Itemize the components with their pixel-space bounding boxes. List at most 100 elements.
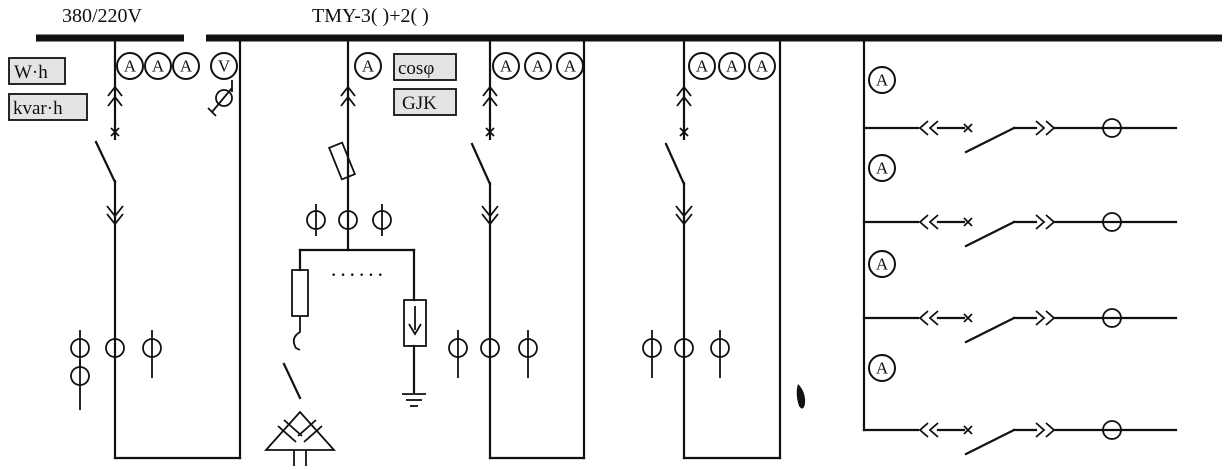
busbar-spec-label: TMY-3( )+2( ): [312, 5, 429, 27]
circuit-breaker-switch-icon: [94, 140, 117, 184]
svg-text:A: A: [756, 57, 769, 76]
surge-arrester-icon: [403, 299, 427, 347]
plug-contact-icon: [675, 205, 693, 218]
incoming-panel: A A A V: [70, 36, 242, 460]
svg-text:A: A: [876, 359, 889, 378]
ammeter: A: [748, 52, 776, 80]
feeder-panel-1: A A A: [448, 36, 586, 460]
ammeter: A: [492, 52, 520, 80]
plug-contact-icon: [107, 95, 123, 107]
plug-contact-icon: [928, 422, 939, 438]
plug-contact-icon: [918, 422, 929, 438]
plug-contact-icon: [675, 213, 693, 226]
power-factor-box: cosφ: [393, 53, 457, 81]
plug-contact-icon: [1045, 120, 1056, 136]
plug-contact-icon: [1045, 310, 1056, 326]
ammeter: A: [868, 250, 896, 278]
plug-contact-icon: [918, 120, 929, 136]
fuse-icon: [291, 269, 309, 317]
svg-text:A: A: [532, 57, 545, 76]
energy-meter-box-reactive: kvar·h: [8, 93, 88, 121]
svg-text:A: A: [362, 57, 375, 76]
svg-text:A: A: [876, 255, 889, 274]
ammeter: A: [868, 66, 896, 94]
ground-icon: [402, 393, 426, 407]
current-transformer-icon: [1102, 420, 1122, 440]
current-transformer-icon: [674, 338, 694, 358]
ammeter: A: [688, 52, 716, 80]
capacitor-bank-icon: [263, 410, 337, 466]
ammeter: A: [868, 154, 896, 182]
outgoing-circuits-panel: A A: [862, 36, 1178, 456]
current-transformer-icon: [710, 330, 730, 378]
current-transformer-icon: [70, 330, 90, 410]
plug-contact-icon: [482, 85, 498, 97]
current-transformer-icon: [105, 338, 125, 358]
energy-meter-box-active: W·h: [8, 57, 66, 85]
current-transformer-icon: [448, 330, 468, 378]
ammeter: A: [116, 52, 144, 80]
svg-text:A: A: [500, 57, 513, 76]
plug-contact-icon: [676, 95, 692, 107]
contactor-switch-icon: [282, 362, 302, 400]
outgoing-circuit-1: [862, 118, 1178, 154]
current-transformer-icon: [306, 204, 326, 236]
svg-text:A: A: [152, 57, 165, 76]
plug-contact-icon: [481, 213, 499, 226]
plug-contact-icon: [928, 310, 939, 326]
current-transformer-icon: [642, 330, 662, 378]
svg-text:A: A: [124, 57, 137, 76]
controller-label: GJK: [402, 93, 437, 114]
circuit-breaker-switch-icon: [664, 142, 686, 186]
svg-text:A: A: [564, 57, 577, 76]
current-transformer-icon: [1102, 308, 1122, 328]
current-transformer-icon: [1102, 118, 1122, 138]
bus-voltage-label: 380/220V: [62, 5, 143, 27]
plug-contact-icon: [928, 120, 939, 136]
outgoing-circuit-4: [862, 420, 1178, 456]
capacitor-repeat-dots: ······: [330, 262, 386, 287]
plug-contact-icon: [1045, 422, 1056, 438]
ammeter: A: [144, 52, 172, 80]
svg-text:A: A: [726, 57, 739, 76]
plug-contact-icon: [481, 205, 499, 218]
ammeter: A: [172, 52, 200, 80]
svg-text:A: A: [180, 57, 193, 76]
plug-contact-icon: [918, 214, 929, 230]
current-transformer-icon: [142, 330, 162, 378]
svg-text:A: A: [696, 57, 709, 76]
plug-contact-icon: [676, 85, 692, 97]
plug-contact-icon: [106, 205, 124, 218]
plug-contact-icon: [482, 95, 498, 107]
ink-smudge: [796, 384, 806, 409]
voltmeter: V: [210, 52, 238, 80]
controller-box: GJK: [393, 88, 457, 116]
fuse-icon: [327, 141, 357, 181]
svg-text:V: V: [218, 57, 231, 76]
ammeter: A: [524, 52, 552, 80]
circuit-breaker-switch-icon: [964, 316, 1016, 344]
surge-arrester-icon: [207, 80, 233, 117]
current-transformer-icon: [1102, 212, 1122, 232]
plug-contact-icon: [1035, 214, 1046, 230]
power-factor-label: cosφ: [398, 58, 434, 79]
outgoing-circuit-2: [862, 212, 1178, 248]
feeder-panel-2: A A A: [642, 36, 782, 460]
svg-text:A: A: [876, 71, 889, 90]
ammeter: A: [868, 354, 896, 382]
capacitor-panel: A cosφ GJK: [263, 36, 457, 466]
plug-contact-icon: [107, 85, 123, 97]
circuit-breaker-switch-icon: [964, 126, 1016, 154]
circuit-breaker-switch-icon: [470, 142, 492, 186]
plug-contact-icon: [1035, 422, 1046, 438]
current-transformer-icon: [480, 338, 500, 358]
ammeter: A: [556, 52, 584, 80]
ammeter: A: [354, 52, 382, 80]
outgoing-circuit-3: [862, 308, 1178, 344]
plug-contact-icon: [928, 214, 939, 230]
circuit-breaker-switch-icon: [964, 220, 1016, 248]
current-transformer-icon: [518, 330, 538, 378]
current-transformer-icon: [372, 204, 392, 236]
plug-contact-icon: [340, 95, 356, 107]
